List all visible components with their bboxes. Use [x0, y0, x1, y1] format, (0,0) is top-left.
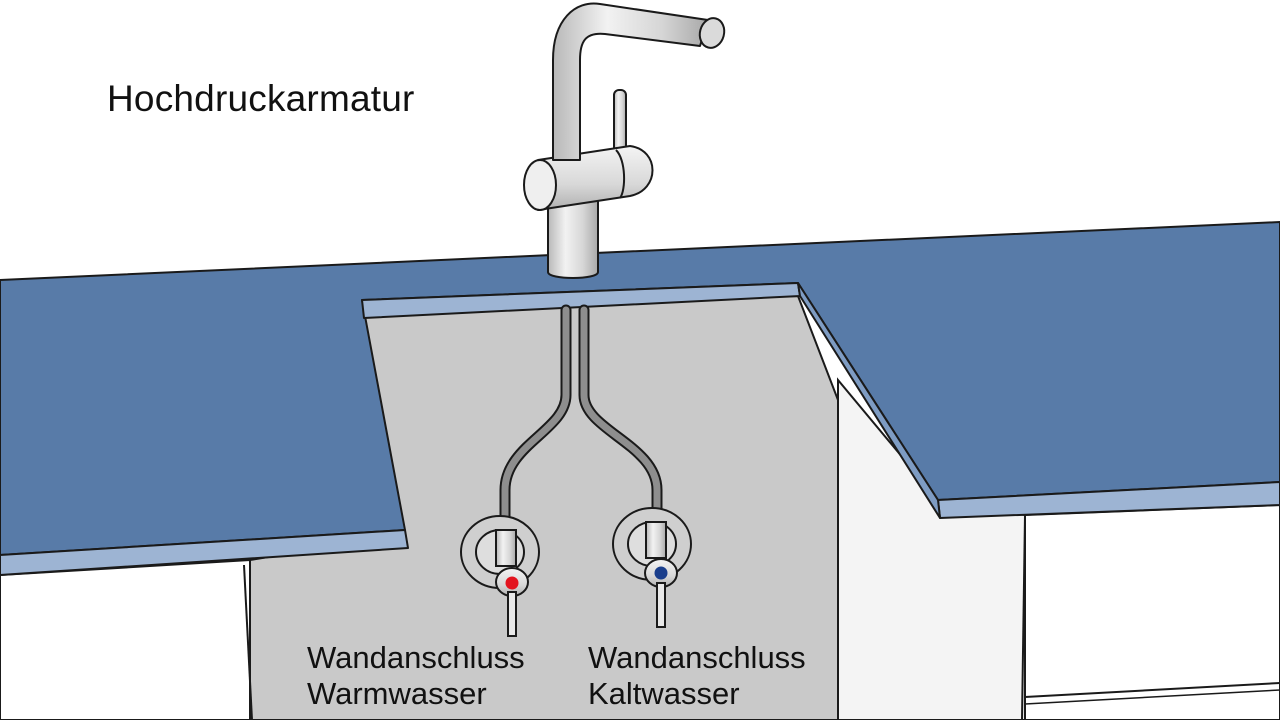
cold-connection-label: Wandanschluss Kaltwasser [588, 640, 806, 712]
warm-water-valve [460, 515, 540, 637]
countertop-edge [0, 282, 1280, 576]
warm-label-line1: Wandanschluss [307, 640, 525, 675]
cold-water-valve [612, 507, 692, 628]
warm-indicator-dot [505, 576, 519, 590]
warm-label-line2: Warmwasser [307, 676, 487, 711]
warm-connection-label: Wandanschluss Warmwasser [307, 640, 525, 712]
cold-indicator-dot [654, 566, 668, 580]
faucet [523, 2, 726, 279]
right-cabinet [837, 377, 1280, 720]
left-cabinet [0, 558, 253, 720]
diagram-title: Hochdruckarmatur [107, 78, 415, 119]
cold-label-line1: Wandanschluss [588, 640, 806, 675]
supply-hoses [499, 304, 663, 551]
cold-label-line2: Kaltwasser [588, 676, 740, 711]
